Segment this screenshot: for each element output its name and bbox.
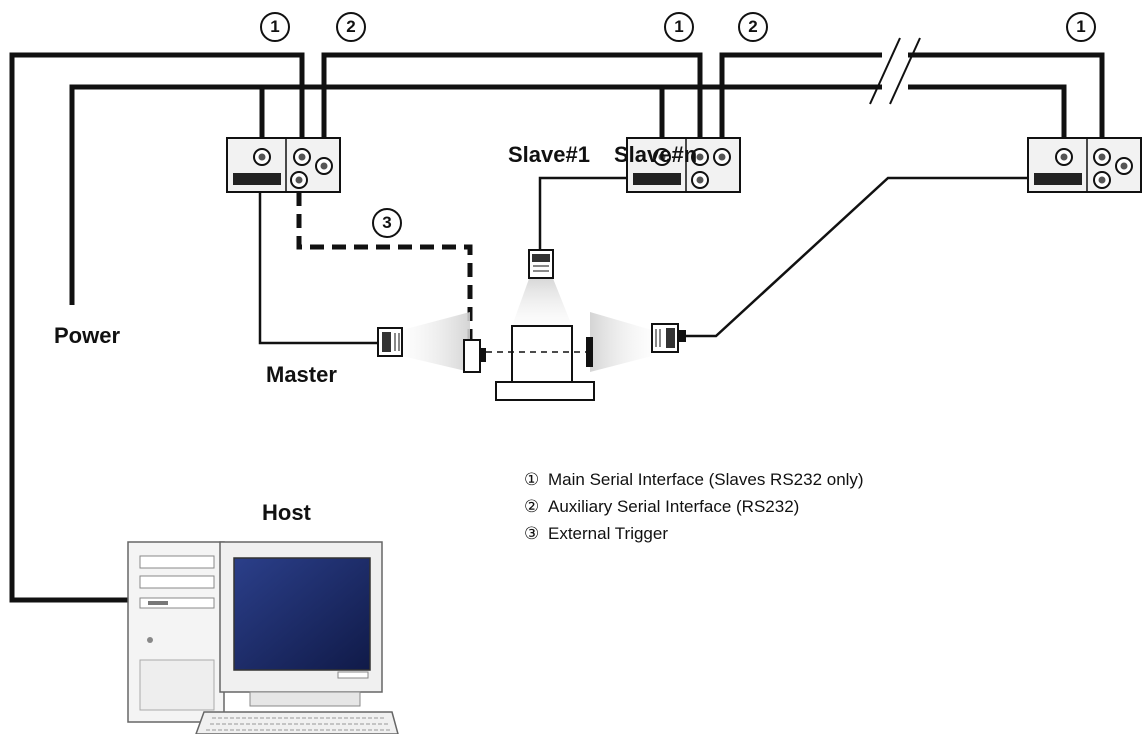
slave1-label: Slave#1 bbox=[508, 142, 590, 167]
master-scan-beam bbox=[402, 312, 470, 372]
callout-aux-serial-master: 2 bbox=[336, 12, 366, 42]
callout-main-serial-master: 1 bbox=[260, 12, 290, 42]
photocell-sensor bbox=[463, 339, 486, 373]
slaven-scanner-cable bbox=[686, 176, 1032, 338]
legend-symbol: ① bbox=[524, 470, 540, 489]
slaven-controller bbox=[1027, 137, 1142, 193]
host-computer bbox=[127, 541, 399, 734]
master-controller bbox=[226, 137, 341, 193]
slaven-label: Slave#n bbox=[614, 142, 698, 167]
slave1-scanner-cable bbox=[538, 176, 628, 250]
object-stand bbox=[495, 325, 595, 401]
power-cable bbox=[69, 84, 1067, 305]
slave1-scan-beam bbox=[512, 276, 572, 326]
legend-item-external-trigger: ③ External Trigger bbox=[524, 520, 864, 547]
master-scanner bbox=[377, 327, 403, 357]
host-screen bbox=[233, 557, 371, 671]
slave1-aux-cable bbox=[719, 52, 1105, 148]
host-label: Host bbox=[262, 500, 311, 525]
master-scanner-cable bbox=[258, 190, 378, 345]
photocell-reflector bbox=[586, 337, 593, 367]
cable-break-mark bbox=[869, 37, 921, 105]
slaven-scanner bbox=[651, 323, 686, 353]
slaven-scan-beam bbox=[590, 312, 652, 372]
legend-symbol: ③ bbox=[524, 524, 540, 543]
master-label: Master bbox=[266, 362, 337, 387]
legend-item-aux-serial: ② Auxiliary Serial Interface (RS232) bbox=[524, 493, 864, 520]
legend: ① Main Serial Interface (Slaves RS232 onl… bbox=[524, 466, 864, 547]
external-trigger-cable bbox=[296, 192, 473, 340]
slave1-controller bbox=[626, 137, 741, 193]
host-keyboard bbox=[195, 711, 399, 734]
callout-main-serial-slaven: 1 bbox=[1066, 12, 1096, 42]
host-main-serial-cable bbox=[9, 52, 305, 603]
callout-aux-serial-slave1: 2 bbox=[738, 12, 768, 42]
legend-text: External Trigger bbox=[548, 524, 668, 543]
callout-external-trigger: 3 bbox=[372, 208, 402, 238]
legend-item-main-serial: ① Main Serial Interface (Slaves RS232 onl… bbox=[524, 466, 864, 493]
legend-symbol: ② bbox=[524, 497, 540, 516]
power-label: Power bbox=[54, 323, 121, 348]
slave1-scanner bbox=[528, 249, 554, 279]
legend-text: Main Serial Interface (Slaves RS232 only… bbox=[548, 470, 864, 489]
master-aux-cable bbox=[321, 52, 703, 148]
callout-main-serial-slave1: 1 bbox=[664, 12, 694, 42]
legend-text: Auxiliary Serial Interface (RS232) bbox=[548, 497, 800, 516]
